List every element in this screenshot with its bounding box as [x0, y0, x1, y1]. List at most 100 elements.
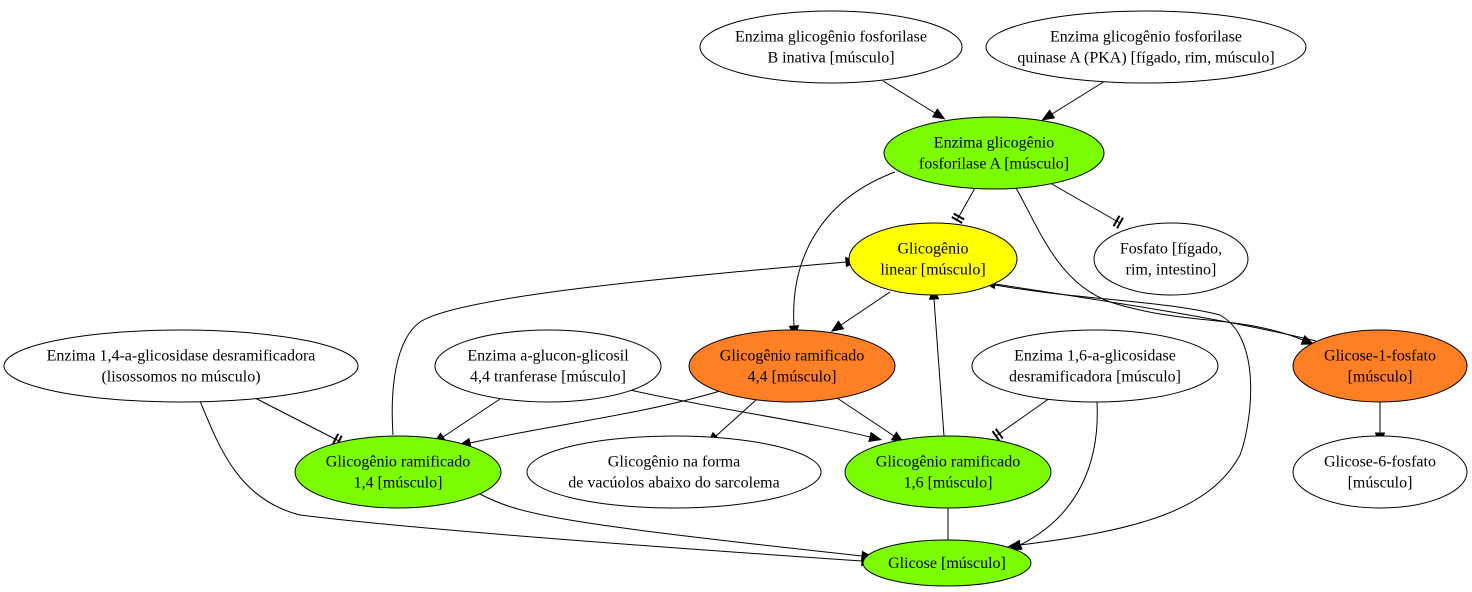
node-shape	[971, 329, 1219, 403]
edge-gp-quinase-a-to-gp-a	[1041, 80, 1106, 121]
node-gp-a: Enzima glicogênio fosforilase A [músculo]	[883, 116, 1105, 190]
node-label: [músculo]	[1348, 475, 1413, 492]
edge-gp-a-to-fosfato	[1049, 182, 1124, 229]
node-label: Glicose [músculo]	[888, 555, 1006, 572]
edge-line	[715, 399, 757, 437]
node-enz-16-desram: Enzima 1,6-a-glicosidase desramificadora …	[971, 329, 1219, 403]
arrowhead	[830, 320, 845, 332]
node-glic-linear: Glicogênio linear [músculo]	[848, 222, 1018, 296]
node-label: linear [músculo]	[880, 262, 985, 279]
node-shape	[985, 10, 1307, 84]
edge-glic-ram-16-to-glic-linear	[928, 286, 945, 437]
arrowhead	[931, 108, 946, 120]
inhibition-bar	[995, 428, 1004, 440]
edge-gp-b-inativa-to-gp-a	[882, 80, 946, 120]
node-label: 1,4 [músculo]	[354, 475, 443, 492]
node-label: de vacúolos abaixo do sarcolema	[568, 475, 779, 492]
inhibition-bar	[953, 212, 965, 221]
edge-line	[199, 400, 863, 562]
node-shape	[1292, 329, 1468, 403]
node-shape	[434, 329, 662, 403]
node-enz-14-desram: Enzima 1,4-a-glicosidase desramificadora…	[3, 329, 359, 403]
inhibition-bar	[991, 430, 1001, 442]
edge-line	[882, 80, 936, 114]
node-label: Enzima glicogênio	[934, 135, 1054, 152]
node-label: Glicogênio ramificado	[720, 348, 864, 365]
node-label: B inativa [músculo]	[767, 50, 894, 67]
node-label: Glicogênio	[897, 241, 968, 258]
edge-line	[836, 397, 895, 437]
edge-line	[956, 187, 976, 221]
edge-glic-linear-to-glicose	[994, 284, 1252, 551]
node-shape	[526, 435, 822, 509]
node-shape	[848, 222, 1018, 296]
edge-gp-a-to-glic-linear	[951, 187, 976, 224]
edge-line	[391, 261, 847, 436]
node-glic-ram-16: Glicogênio ramificado 1,6 [músculo]	[844, 435, 1052, 509]
node-label: 4,4 [músculo]	[748, 369, 837, 386]
node-shape	[3, 329, 359, 403]
edge-line	[254, 397, 340, 442]
inhibition-bar	[331, 433, 340, 445]
node-label: Enzima 1,6-a-glicosidase	[1014, 348, 1176, 365]
edge-line	[995, 397, 1051, 437]
edge-line	[469, 390, 721, 444]
edge-line	[1051, 80, 1106, 115]
edge-line	[994, 284, 1252, 546]
node-label: desramificadora [músculo]	[1009, 369, 1181, 386]
edge-line	[1015, 187, 1304, 341]
inhibition-bar	[951, 216, 963, 224]
edge-line	[479, 493, 863, 557]
node-shape	[1093, 222, 1249, 296]
node-shape	[862, 539, 1032, 587]
node-label: 4,4 tranferase [músculo]	[470, 369, 626, 386]
node-label: Glicose-6-fosfato	[1324, 454, 1436, 471]
node-gp-quinase-a: Enzima glicogênio fosforilase quinase A (…	[985, 10, 1307, 84]
edge-enz-glucon-to-glic-ram-14	[432, 398, 501, 444]
arrowhead	[868, 431, 882, 442]
edge-line	[442, 398, 501, 438]
edge-enz-14-desram-to-glic-ram-14	[254, 397, 343, 447]
edge-line	[1019, 401, 1098, 546]
edge-line	[994, 283, 1317, 342]
node-label: Fosfato [fígado,	[1120, 241, 1222, 258]
edge-enz-glucon-to-glic-ram-16	[629, 389, 882, 442]
node-glic-ram-44: Glicogênio ramificado 4,4 [músculo]	[688, 329, 896, 403]
node-label: Enzima 1,4-a-glicosidase desramificadora	[47, 348, 316, 365]
node-label: Glicose-1-fosfato	[1324, 348, 1436, 365]
node-label: Glicogênio ramificado	[326, 454, 470, 471]
edge-line	[629, 389, 871, 438]
node-glicose-1p: Glicose-1-fosfato [músculo]	[1292, 329, 1468, 403]
node-label: fosforilase A [músculo]	[919, 156, 1069, 173]
arrowhead	[1041, 109, 1056, 121]
edge-glic-linear-to-glic-ram-44	[830, 291, 891, 332]
node-label: Enzima glicogênio fosforilase	[1050, 29, 1242, 46]
node-label: Glicogênio ramificado	[876, 454, 1020, 471]
edge-line	[840, 291, 891, 326]
node-label: 1,6 [músculo]	[904, 475, 993, 492]
node-label: Enzima a-glucon-glicosil	[467, 348, 629, 365]
node-shape	[883, 116, 1105, 190]
inhibition-bar	[1116, 217, 1124, 229]
node-glicose: Glicose [músculo]	[862, 539, 1032, 587]
edge-line	[1049, 182, 1121, 224]
edge-line	[933, 298, 945, 437]
edge-line	[793, 171, 896, 327]
node-label: quinase A (PKA) [fígado, rim, músculo]	[1017, 50, 1274, 67]
node-enz-glucon: Enzima a-glucon-glicosil 4,4 tranferase […	[434, 329, 662, 403]
node-shape	[699, 10, 963, 84]
node-glic-ram-14: Glicogênio ramificado 1,4 [músculo]	[294, 435, 502, 509]
node-label: (lisossomos no músculo)	[101, 369, 260, 386]
edge-enz-16-desram-to-glic-ram-16	[991, 397, 1051, 442]
node-shape	[688, 329, 896, 403]
node-fosfato: Fosfato [fígado, rim, intestino]	[1093, 222, 1249, 296]
node-label: rim, intestino]	[1126, 262, 1217, 279]
nodes-layer: Enzima glicogênio fosforilase B inativa […	[3, 10, 1468, 587]
node-shape	[844, 435, 1052, 509]
node-label: [músculo]	[1348, 369, 1413, 386]
node-glicose-6p: Glicose-6-fosfato [músculo]	[1292, 435, 1468, 509]
node-shape	[294, 435, 502, 509]
node-shape	[1292, 435, 1468, 509]
